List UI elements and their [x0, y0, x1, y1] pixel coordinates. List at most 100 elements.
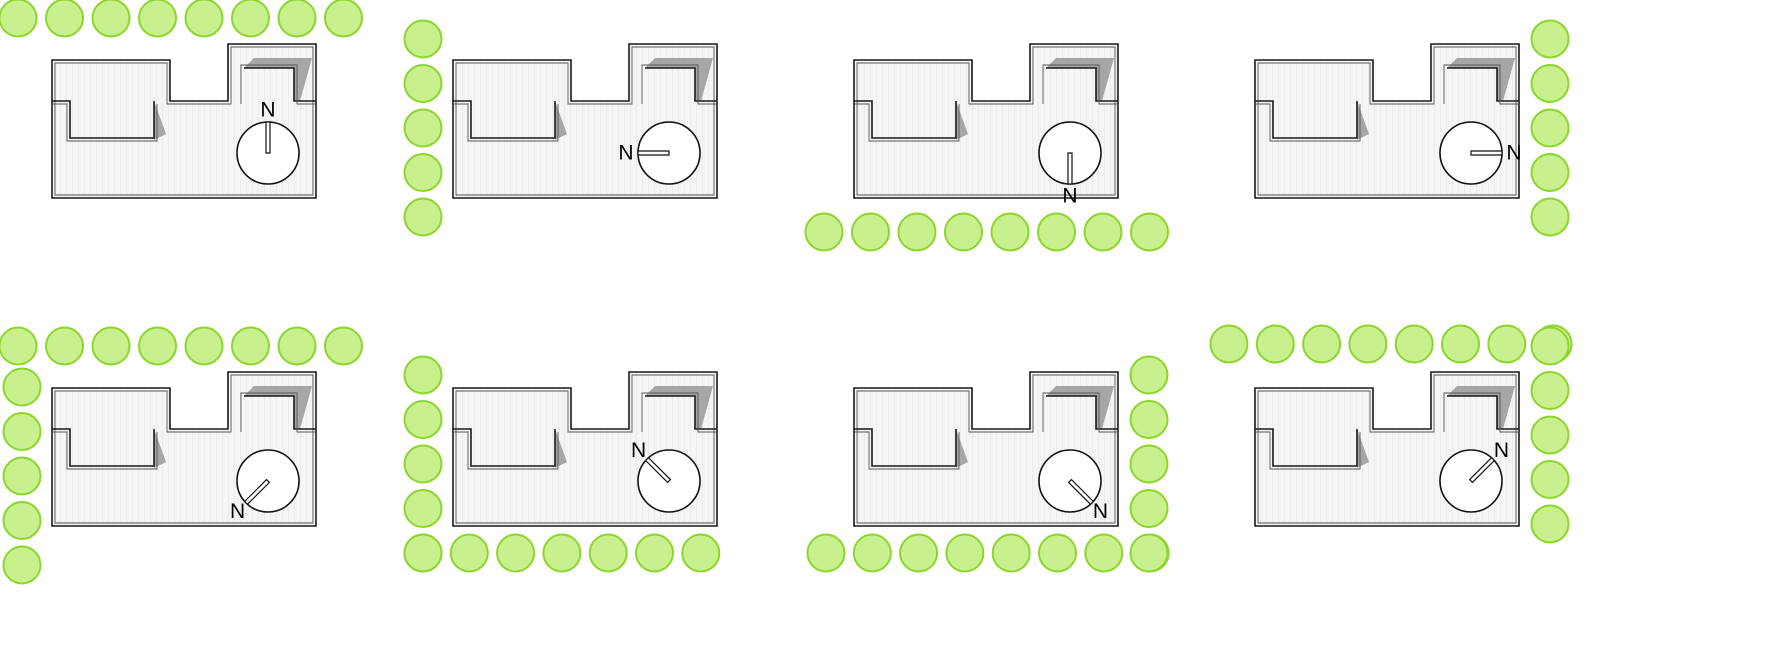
courtyard-wall-inner — [240, 392, 316, 433]
notch-wall — [52, 100, 155, 139]
tree-icon — [1129, 400, 1169, 439]
tree-icon — [804, 212, 844, 252]
tree-icon — [324, 0, 363, 38]
orientation-panel: N — [403, 19, 718, 237]
tree-icon — [496, 533, 536, 573]
notch-wall — [1255, 428, 1358, 467]
tree-icon — [851, 212, 890, 252]
courtyard-shadow-top — [645, 386, 713, 396]
courtyard-shadow-side — [1497, 386, 1515, 429]
tree-icon — [2, 412, 42, 451]
inner-wall — [54, 374, 314, 524]
tree-icon — [2, 456, 42, 496]
north-needle — [1468, 456, 1496, 484]
courtyard-shadow-side — [695, 386, 713, 429]
tree-icon — [403, 400, 443, 439]
tree-row-left — [403, 19, 443, 237]
tree-icon — [403, 355, 443, 395]
tree-row-bottom — [804, 212, 1169, 252]
orientation-panel: N — [0, 326, 363, 585]
tree-icon — [1530, 64, 1570, 103]
tree-row-top — [0, 0, 363, 38]
compass: N — [631, 439, 701, 513]
courtyard-shadow-side — [695, 58, 713, 101]
tree-icon — [1348, 324, 1388, 364]
inner-wall — [455, 374, 715, 524]
north-label: N — [1494, 439, 1509, 462]
north-needle — [1067, 152, 1073, 185]
north-needle — [1067, 478, 1095, 506]
tree-icon — [138, 0, 177, 38]
tree-icon — [1530, 415, 1570, 455]
courtyard-wall — [244, 67, 316, 102]
tree-icon — [0, 326, 38, 366]
north-needle — [243, 478, 271, 506]
tree-icon — [1129, 533, 1169, 573]
tree-icon — [1130, 212, 1169, 252]
tree-icon — [1530, 460, 1570, 499]
tree-icon — [231, 0, 270, 38]
tree-icon — [897, 212, 937, 252]
notch-wall — [854, 100, 957, 139]
courtyard-wall — [645, 395, 717, 430]
tree-icon — [990, 212, 1030, 252]
compass: N — [618, 121, 701, 185]
courtyard-shadow-top — [1447, 58, 1515, 68]
courtyard-wall-inner — [1042, 64, 1118, 105]
outer-wall — [853, 43, 1119, 199]
compass: N — [1038, 449, 1108, 523]
notch-wall-inner — [52, 431, 158, 470]
tree-row-top — [1209, 324, 1573, 364]
courtyard-shadow-side — [1497, 58, 1515, 101]
notch-wall — [453, 428, 556, 467]
north-label: N — [1062, 185, 1077, 208]
tree-icon — [1129, 489, 1169, 528]
courtyard-wall-inner — [1443, 392, 1519, 433]
north-needle — [644, 456, 672, 484]
courtyard-shadow-side — [294, 58, 312, 101]
tree-icon — [1083, 212, 1123, 252]
notch-wall — [854, 428, 957, 467]
tree-row-right — [1129, 355, 1169, 573]
compass: N — [1038, 121, 1102, 208]
courtyard-wall — [645, 67, 717, 102]
tree-icon — [588, 533, 628, 573]
notch-wall-inner — [1255, 431, 1361, 470]
tree-icon — [138, 326, 177, 366]
north-needle — [265, 121, 271, 154]
tree-icon — [852, 533, 892, 573]
courtyard-shadow-side — [1096, 386, 1114, 429]
notch-wall-inner — [453, 431, 559, 470]
tree-icon — [45, 326, 84, 366]
tree-icon — [1129, 355, 1169, 395]
outer-wall — [853, 371, 1119, 527]
tree-icon — [806, 533, 846, 573]
notch-wall — [52, 428, 155, 467]
tree-icon — [635, 533, 674, 573]
tree-icon — [403, 444, 443, 484]
inner-wall — [455, 46, 715, 196]
courtyard-wall-inner — [1042, 392, 1118, 433]
compass: N — [1439, 439, 1509, 513]
north-needle — [637, 150, 670, 156]
courtyard-wall-inner — [641, 64, 717, 105]
outer-wall — [452, 371, 718, 527]
notch-wall-inner — [453, 103, 559, 142]
orientation-panel: N — [1254, 19, 1570, 237]
tree-row-left — [2, 367, 42, 585]
tree-icon — [1530, 197, 1570, 237]
courtyard-wall — [1046, 67, 1118, 102]
notch-wall — [453, 100, 556, 139]
courtyard-shadow-top — [244, 58, 312, 68]
tree-icon — [277, 326, 317, 366]
outer-wall — [51, 371, 317, 527]
inner-wall — [1257, 46, 1517, 196]
tree-icon — [991, 533, 1031, 573]
north-label: N — [1093, 500, 1108, 523]
orientation-panel: N — [806, 355, 1170, 573]
outer-wall — [1254, 43, 1520, 199]
tree-icon — [1441, 324, 1480, 364]
north-label: N — [1506, 142, 1521, 165]
